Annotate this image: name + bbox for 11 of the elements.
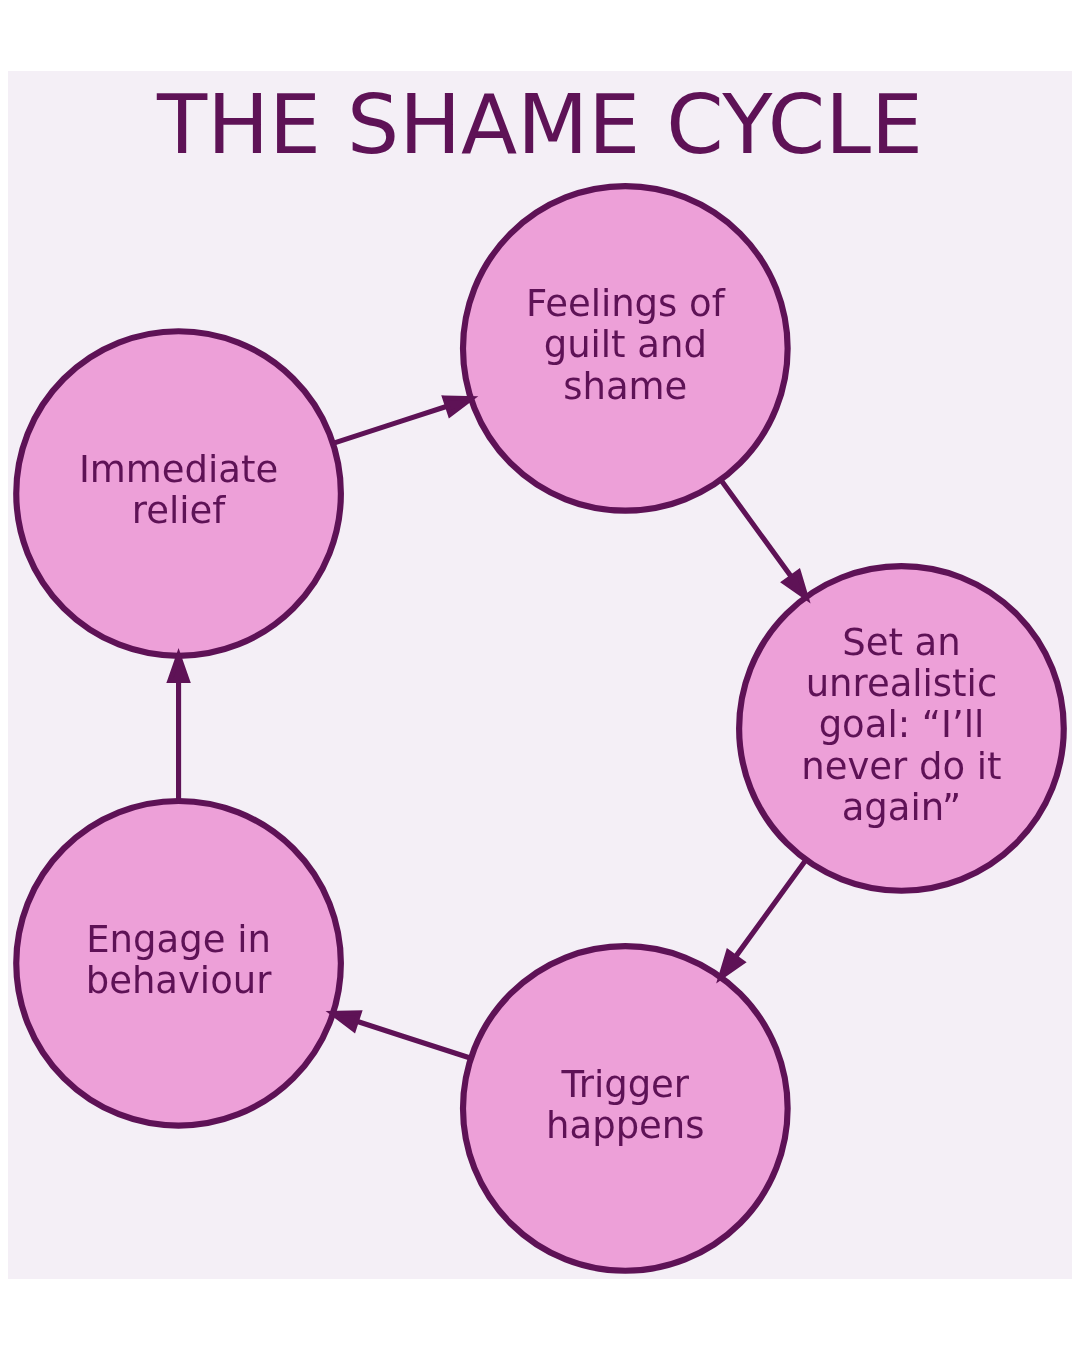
node-circle: Trigger happens <box>459 943 791 1274</box>
node-circle: Feelings of guilt and shame <box>459 183 791 514</box>
arrow <box>166 648 191 801</box>
arrow <box>325 1010 472 1061</box>
node-circle: Engage in behaviour <box>13 797 344 1129</box>
node-circle: Set an unrealistic goal: “I’ll never do it again” <box>736 563 1067 894</box>
arrow <box>716 858 809 984</box>
diagram-title: THE SHAME CYCLE <box>157 77 923 173</box>
arrow <box>332 395 479 446</box>
node-circle: Immediate relief <box>13 328 344 659</box>
arrow <box>718 478 811 604</box>
